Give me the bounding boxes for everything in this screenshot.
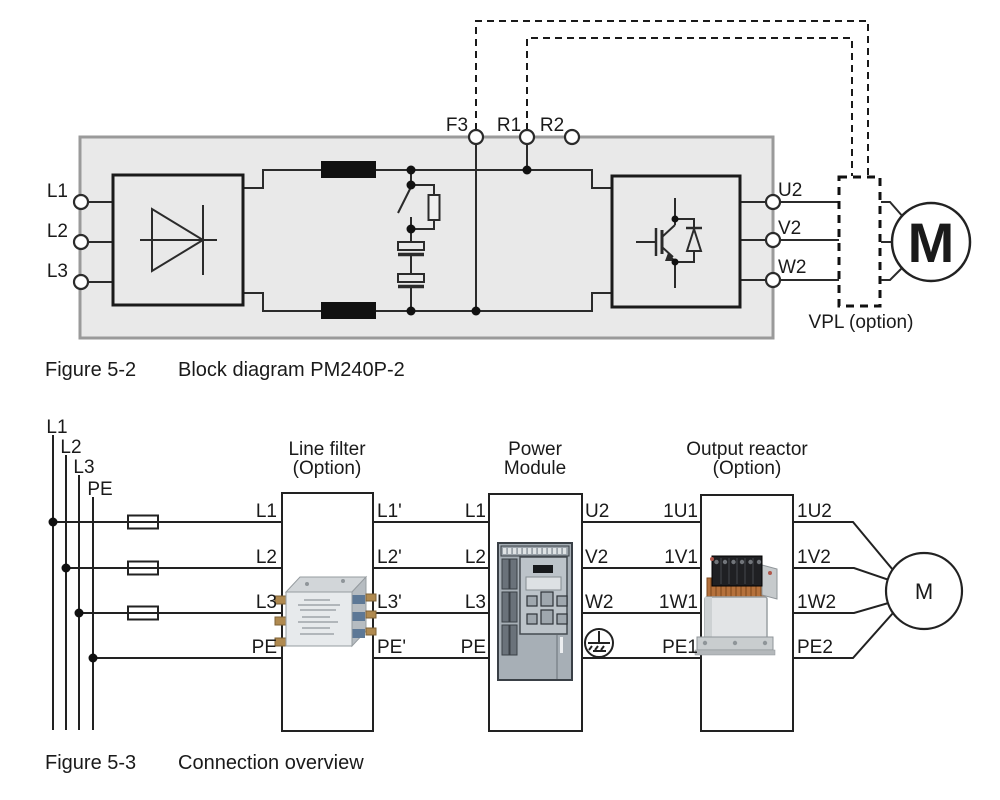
power-module-title-1: Power <box>508 439 563 460</box>
capacitor-2-plate <box>397 273 425 283</box>
rectifier-block <box>111 173 245 307</box>
supply-label-l2: L2 <box>60 437 81 458</box>
label-r1: R1 <box>497 115 521 136</box>
reactor-in-pe1: PE1 <box>662 637 698 658</box>
motor-letter: M <box>908 211 955 274</box>
junction-dots <box>406 165 532 316</box>
diode-icon <box>140 205 217 275</box>
filter-out-l3: L3' <box>377 592 402 613</box>
motor-circle <box>890 201 972 283</box>
vpl-option-label: VPL (option) <box>809 312 914 333</box>
motor-letter-overview: M <box>915 579 933 604</box>
reactor-in-1u1: 1U1 <box>663 501 698 522</box>
resistor-bottom-lead <box>411 220 435 230</box>
line-filter-device <box>274 575 377 648</box>
label-u2: U2 <box>778 180 802 201</box>
supply-junction-dots <box>48 517 98 663</box>
vpl-option-box <box>837 175 882 308</box>
filter-in-l2: L2 <box>256 547 277 568</box>
pm-out-w2: W2 <box>585 592 614 613</box>
reactor-title-2: (Option) <box>713 458 782 479</box>
fuse-l2 <box>127 560 159 576</box>
terminal-f3 <box>467 128 485 146</box>
brake-resistor <box>427 194 441 221</box>
line-filter-title-2: (Option) <box>293 458 362 479</box>
terminal-l1 <box>72 193 90 211</box>
fuse-l1 <box>127 514 159 530</box>
supply-rails <box>52 435 94 730</box>
supply-label-pe: PE <box>87 479 112 500</box>
terminal-u2 <box>764 193 782 211</box>
reactor-out-pe2: PE2 <box>797 637 833 658</box>
dashed-feedback-lines <box>475 20 869 176</box>
wire-dc-bottom-right <box>376 292 612 312</box>
pm-out-v2: V2 <box>585 547 608 568</box>
label-v2: V2 <box>778 218 801 239</box>
label-l3: L3 <box>47 261 68 282</box>
reactor-title-1: Output reactor <box>686 439 808 460</box>
label-l1: L1 <box>47 181 68 202</box>
capacitor-1-plate <box>397 241 425 251</box>
label-r2: R2 <box>540 115 564 136</box>
reactor-out-1u2: 1U2 <box>797 501 832 522</box>
terminal-r2 <box>563 128 581 146</box>
dc-choke-bottom <box>321 302 376 319</box>
figure-5-2-caption-title: Block diagram PM240P-2 <box>178 359 405 381</box>
figure-5-2-block-diagram: F3 R1 R2 L1 L2 L3 U2 V2 W2 VPL (option) … <box>45 20 972 381</box>
filter-out-pe: PE' <box>377 637 406 658</box>
power-module-title-2: Module <box>504 458 566 479</box>
fuse-l3 <box>127 605 159 621</box>
dashed-outer-path <box>475 20 869 176</box>
label-f3: F3 <box>446 115 468 136</box>
igbt-icon <box>636 198 703 288</box>
reactor-in-1w1: 1W1 <box>659 592 698 613</box>
pm-in-l1: L1 <box>465 501 486 522</box>
reactor-out-1w2: 1W2 <box>797 592 836 613</box>
dashed-inner-path <box>526 37 853 176</box>
terminal-l2 <box>72 233 90 251</box>
filter-in-l3: L3 <box>256 592 277 613</box>
figure-5-3-caption-title: Connection overview <box>178 752 364 774</box>
switch-blade <box>397 186 412 214</box>
line-filter-title-1: Line filter <box>288 439 366 460</box>
wires <box>88 144 839 312</box>
figure-5-3-connection-overview: L1 L2 L3 PE Line filter (Option) <box>45 417 964 774</box>
reactor-in-1v1: 1V1 <box>664 547 698 568</box>
pm-in-pe: PE <box>461 637 486 658</box>
terminals <box>72 128 782 291</box>
terminal-v2 <box>764 231 782 249</box>
wire-dc-bottom-left <box>243 292 321 312</box>
pm-out-u2: U2 <box>585 501 609 522</box>
filter-in-l1: L1 <box>256 501 277 522</box>
terminal-l3 <box>72 273 90 291</box>
drive-device <box>497 542 573 681</box>
reactor-device <box>694 555 778 656</box>
figure-5-3-caption-label: Figure 5-3 <box>45 752 136 774</box>
terminal-w2 <box>764 271 782 289</box>
wire-dc-top-left <box>243 169 321 189</box>
connection-wires <box>53 521 894 659</box>
pm-in-l2: L2 <box>465 547 486 568</box>
wire-dc-top-right <box>376 169 612 189</box>
motor-circle-overview <box>884 551 964 631</box>
figure-5-2-caption-label: Figure 5-2 <box>45 359 136 381</box>
reactor-out-1v2: 1V2 <box>797 547 831 568</box>
filter-out-l2: L2' <box>377 547 402 568</box>
filter-in-pe: PE <box>252 637 277 658</box>
dc-choke-top <box>321 161 376 178</box>
protective-earth-icon <box>584 628 614 658</box>
inverter-block <box>610 174 742 309</box>
motor-connectors <box>881 201 905 281</box>
label-l2: L2 <box>47 221 68 242</box>
pm-in-l3: L3 <box>465 592 486 613</box>
fuses <box>127 514 159 621</box>
terminal-r1 <box>518 128 536 146</box>
supply-label-l3: L3 <box>73 457 94 478</box>
label-w2: W2 <box>778 257 807 278</box>
resistor-top-lead <box>411 184 435 195</box>
supply-label-l1: L1 <box>46 417 67 438</box>
filter-out-l1: L1' <box>377 501 402 522</box>
